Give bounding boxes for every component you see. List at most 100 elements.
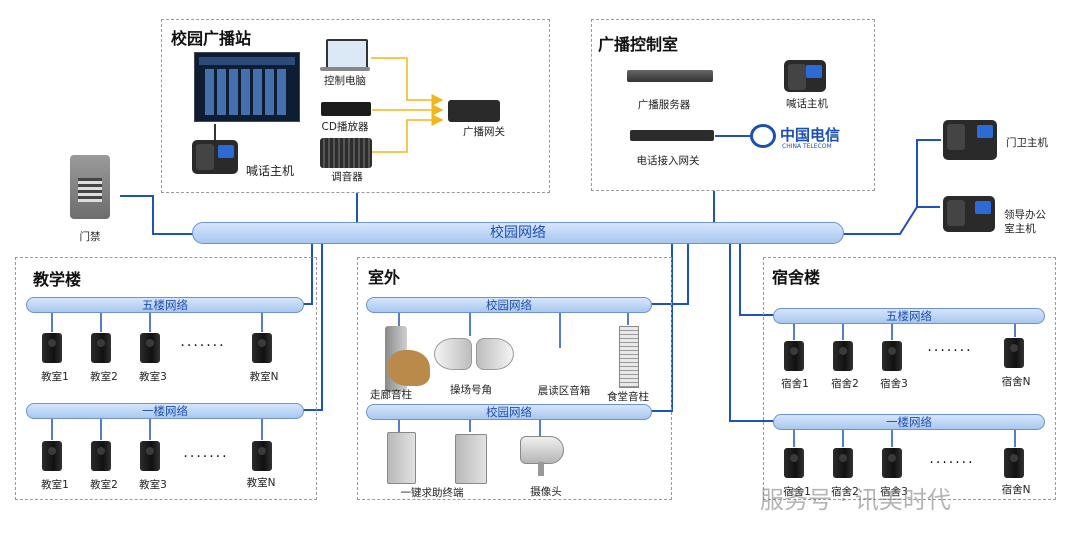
speaker-dormN-1f (1004, 448, 1024, 478)
rock-speaker-icon (388, 350, 430, 386)
cd-player-label: CD播放器 (321, 121, 369, 133)
help-terminal-label: 一键求助终端 (400, 487, 464, 499)
horn-left-icon (434, 338, 472, 370)
outdoor-bottom-bus: 校园网络 (366, 404, 652, 420)
outdoor-top-bus: 校园网络 (366, 297, 652, 313)
laptop-base (320, 67, 370, 71)
dorm1-1f-label: 宿舍1 (783, 486, 811, 498)
teaching-building-title: 教学楼 (33, 270, 82, 289)
classroom2-1f-label: 教室2 (90, 479, 118, 491)
walkway-speaker-label: 走廊音柱 (370, 389, 412, 401)
dorm-5f-ellipsis: ······· (927, 343, 973, 359)
dorm2-5f-label: 宿舍2 (831, 378, 859, 390)
speaker-dormN-5f (1004, 338, 1024, 368)
broadcast-gateway-label: 广播网关 (463, 126, 505, 138)
playground-horn-label: 操场号角 (450, 384, 492, 396)
camera-icon (520, 436, 564, 464)
teaching-first-floor-bus: 一楼网络 (26, 403, 304, 419)
dorm-fifth-floor-bus: 五楼网络 (773, 308, 1045, 324)
dormN-1f-label: 宿舍N (1001, 484, 1031, 496)
outdoor-bottom-bus-label: 校园网络 (486, 405, 532, 419)
speaker-dorm2-5f (833, 341, 853, 371)
teaching-first-floor-label: 一楼网络 (142, 404, 188, 418)
classroomN-1f-label: 教室N (246, 477, 276, 489)
canteen-column-label: 食堂音柱 (607, 391, 649, 403)
speaker-classroom1-1f (42, 441, 62, 471)
leader-office-host-label-2: 室主机 (1004, 223, 1036, 235)
phone-gateway-label: 电话接入网关 (636, 155, 700, 167)
mixer-icon (320, 138, 372, 168)
cd-player-icon (321, 102, 371, 116)
station-mic-stem (214, 124, 216, 140)
access-control-keypad (78, 178, 102, 202)
telecom-name-en: CHINA TELECOM (782, 143, 832, 150)
laptop-icon (326, 39, 368, 69)
dorm-1f-ellipsis: ······· (929, 455, 975, 471)
horn-right-icon (476, 338, 514, 370)
teaching-fifth-floor-label: 五楼网络 (142, 298, 188, 312)
dormitory-box (763, 257, 1056, 500)
dormN-5f-label: 宿舍N (1001, 376, 1031, 388)
control-room-box (591, 19, 875, 191)
dorm1-5f-label: 宿舍1 (781, 378, 809, 390)
speaker-dorm1-5f (784, 341, 804, 371)
mixer-label: 调音器 (331, 171, 363, 183)
guard-host-icon (943, 120, 997, 160)
dorm3-1f-label: 宿舍3 (880, 486, 908, 498)
help-terminal-icon-1 (387, 432, 416, 484)
speaker-dorm2-1f (833, 448, 853, 478)
classroom3-1f-label: 教室3 (139, 479, 167, 491)
speaker-dorm3-1f (882, 448, 902, 478)
classroomN-5f-label: 教室N (249, 371, 279, 383)
campus-network-bus: 校园网络 (192, 222, 844, 244)
control-intercom-icon (784, 60, 826, 92)
help-terminal-icon-2 (455, 434, 487, 484)
teaching-fifth-floor-bus: 五楼网络 (26, 297, 304, 313)
teaching-building-box (15, 257, 317, 500)
telecom-name: 中国电信 (780, 126, 841, 144)
control-room-title: 广播控制室 (598, 35, 679, 54)
classroom2-5f-label: 教室2 (90, 371, 118, 383)
dorm-first-floor-label: 一楼网络 (886, 415, 932, 429)
watermark: 服务号 · 讯美时代 (760, 486, 951, 514)
outdoor-top-bus-label: 校园网络 (486, 298, 532, 312)
teaching-5f-ellipsis: ······· (180, 338, 226, 354)
dorm3-5f-label: 宿舍3 (880, 378, 908, 390)
campus-station-box (161, 19, 550, 193)
camera-base (538, 462, 544, 476)
classroom1-1f-label: 教室1 (41, 479, 69, 491)
speaker-classroomN-5f (252, 333, 272, 363)
speaker-dorm3-5f (882, 341, 902, 371)
control-pc-label: 控制电脑 (324, 75, 366, 87)
speaker-classroom3-1f (140, 441, 160, 471)
canteen-column-icon (619, 326, 639, 388)
speaker-classroom3-5f (140, 333, 160, 363)
reading-area-speaker-label: 晨读区音箱 (537, 385, 591, 397)
teaching-1f-ellipsis: ······· (183, 449, 229, 465)
campus-station-title: 校园广播站 (171, 29, 252, 48)
speaker-dorm1-1f (784, 448, 804, 478)
access-control-label: 门禁 (79, 231, 101, 243)
station-intercom-label: 喊话主机 (245, 164, 295, 178)
speaker-classroomN-1f (252, 441, 272, 471)
dormitory-title: 宿舍楼 (772, 268, 821, 287)
camera-label: 摄像头 (530, 486, 562, 498)
broadcast-server-label: 广播服务器 (637, 99, 691, 111)
phone-gateway-icon (630, 130, 714, 141)
speaker-classroom1-5f (42, 333, 62, 363)
control-software-screen (194, 52, 300, 122)
broadcast-gateway-icon (448, 100, 500, 122)
leader-office-host-icon (943, 196, 995, 232)
telecom-logo-icon (750, 124, 776, 148)
dorm-fifth-floor-label: 五楼网络 (886, 309, 932, 323)
outdoor-box (357, 257, 672, 500)
campus-network-label: 校园网络 (490, 225, 546, 241)
outdoor-title: 室外 (368, 268, 401, 287)
control-intercom-label: 喊话主机 (786, 98, 828, 110)
speaker-classroom2-1f (91, 441, 111, 471)
broadcast-server-icon (627, 70, 713, 82)
classroom3-5f-label: 教室3 (139, 371, 167, 383)
classroom1-5f-label: 教室1 (41, 371, 69, 383)
dorm2-1f-label: 宿舍2 (831, 486, 859, 498)
